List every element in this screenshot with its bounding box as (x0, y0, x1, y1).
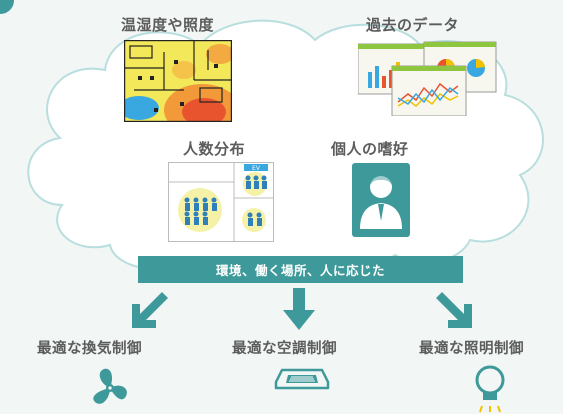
past-data-charts-image (358, 41, 497, 116)
fan-icon (93, 368, 127, 404)
arrow-down-right-icon (436, 292, 472, 328)
person-icon (352, 163, 410, 237)
ev-label: EV (252, 165, 261, 172)
lighting-control-label: 最適な照明制御 (419, 341, 524, 357)
people-distribution-title: 人数分布 (183, 140, 246, 158)
floor-heatmap-image (124, 40, 232, 122)
ceiling-ac-icon (274, 368, 330, 390)
temperature-title: 温湿度や照度 (121, 16, 215, 34)
arrow-down-icon (283, 288, 315, 330)
past-data-title: 過去のデータ (366, 16, 460, 34)
light-bulb-icon (475, 365, 505, 413)
ventilation-control-label: 最適な換気制御 (37, 341, 142, 357)
condition-banner: 環境、働く場所、人に応じた (138, 256, 463, 283)
arrow-down-left-icon (132, 292, 168, 328)
people-distribution-image: EV (168, 162, 274, 242)
air-conditioning-control-label: 最適な空調制御 (232, 341, 337, 357)
preference-title: 個人の嗜好 (331, 140, 409, 158)
